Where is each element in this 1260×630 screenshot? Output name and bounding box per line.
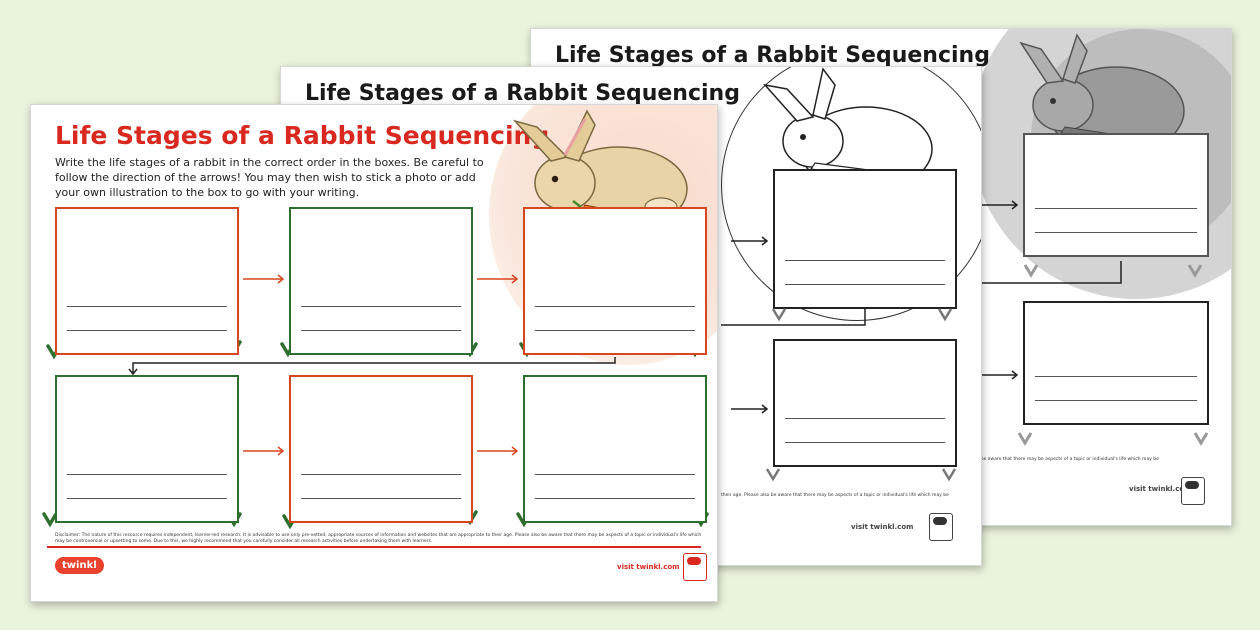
visit-link-back: visit twinkl.com (1129, 485, 1192, 493)
twinkl-logo: twinkl (55, 557, 104, 574)
stage-box-6[interactable] (773, 339, 957, 467)
back-sheet-footer: their age. Please also be aware that the… (931, 457, 1159, 462)
stage-box-1[interactable] (55, 207, 239, 355)
back-sheet-title: Life Stages of a Rabbit Sequencing (555, 43, 990, 68)
quality-badge (1181, 477, 1205, 505)
stage-box-6[interactable] (523, 375, 707, 523)
visit-link-middle: visit twinkl.com (851, 523, 914, 531)
footer-divider (47, 546, 701, 548)
stage-box-3[interactable] (1023, 133, 1209, 257)
disclaimer-text: Disclaimer: The nature of this resource … (55, 533, 702, 544)
middle-sheet-footer: their age. Please also be aware that the… (721, 493, 949, 498)
stage-box-2[interactable] (289, 207, 473, 355)
stage-box-3[interactable] (523, 207, 707, 355)
worksheet-instructions: Write the life stages of a rabbit in the… (55, 156, 484, 199)
worksheet-title: Life Stages of a Rabbit Sequencing (55, 121, 550, 150)
colour-worksheet: Life Stages of a Rabbit Sequencing Write… (30, 104, 718, 602)
grey-arrows (977, 200, 1209, 446)
stage-box-4[interactable] (55, 375, 239, 523)
quality-badge (929, 513, 953, 541)
bw-arrows (721, 236, 957, 482)
stage-box-6[interactable] (1023, 301, 1209, 425)
middle-sheet-title: Life Stages of a Rabbit Sequencing (305, 81, 740, 106)
stage-box-5[interactable] (289, 375, 473, 523)
visit-link[interactable]: visit twinkl.com (617, 563, 680, 571)
stage-box-3[interactable] (773, 169, 957, 309)
quality-badge (683, 553, 707, 581)
